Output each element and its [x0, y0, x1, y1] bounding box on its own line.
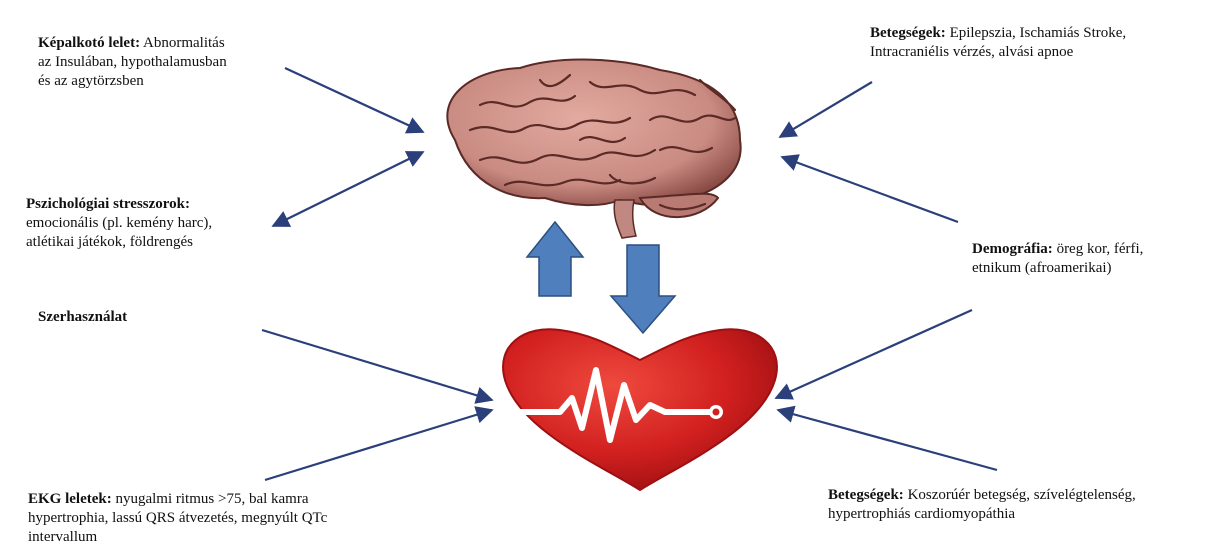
arrow-psych-brain — [273, 152, 423, 226]
arrow-demography-to-brain — [782, 157, 958, 222]
psych-stressors-label: Pszichológiai stresszorok: emocionális (… — [26, 195, 212, 252]
ecg-findings-title: EKG leletek: — [28, 491, 112, 507]
heart-ecg-icon — [503, 329, 777, 490]
demography-line1: öreg kor, férfi, — [1057, 241, 1144, 257]
brain-diseases-line2: Intracraniélis vérzés, alvási apnoe — [870, 44, 1073, 60]
demography-label: Demográfia: öreg kor, férfi, etnikum (af… — [972, 240, 1143, 278]
heart-diseases-label: Betegségek: Koszorúér betegség, szívelég… — [828, 486, 1136, 524]
arrow-ecg-to-heart — [265, 410, 492, 480]
down-block-arrow — [611, 245, 675, 333]
demography-title: Demográfia: — [972, 241, 1053, 257]
arrow-imaging-to-brain — [285, 68, 423, 132]
arrow-heart-diseases-to-heart — [778, 410, 997, 470]
ecg-findings-line3: intervallum — [28, 529, 97, 545]
psych-stressors-line2: atlétikai játékok, földrengés — [26, 234, 193, 250]
ecg-findings-line2: hypertrophia, lassú QRS átvezetés, megny… — [28, 510, 327, 526]
brain-diseases-label: Betegségek: Epilepszia, Ischamiás Stroke… — [870, 24, 1126, 62]
heart-diseases-title: Betegségek: — [828, 487, 904, 503]
ecg-findings-line1: nyugalmi ritmus >75, bal kamra — [115, 491, 308, 507]
ecg-findings-label: EKG leletek: nyugalmi ritmus >75, bal ka… — [28, 490, 327, 547]
arrow-demography-to-heart — [776, 310, 972, 398]
brain-diseases-title: Betegségek: — [870, 25, 946, 41]
up-block-arrow — [527, 222, 583, 296]
imaging-finding-line2: az Insulában, hypothalamusban — [38, 54, 227, 70]
arrow-brain-diseases-to-brain — [780, 82, 872, 137]
imaging-finding-line3: és az agytörzsben — [38, 73, 144, 89]
demography-line2: etnikum (afroamerikai) — [972, 260, 1112, 276]
heart-diseases-line1: Koszorúér betegség, szívelégtelenség, — [908, 487, 1136, 503]
brain-diseases-line1: Epilepszia, Ischamiás Stroke, — [950, 25, 1127, 41]
imaging-finding-line1: Abnormalitás — [143, 35, 225, 51]
substance-use-label: Szerhasználat — [38, 308, 127, 327]
arrow-substance-to-heart — [262, 330, 492, 400]
substance-use-title: Szerhasználat — [38, 309, 127, 325]
brain-icon — [447, 60, 740, 238]
psych-stressors-line1: emocionális (pl. kemény harc), — [26, 215, 212, 231]
psych-stressors-title: Pszichológiai stresszorok: — [26, 196, 190, 212]
imaging-finding-title: Képalkotó lelet: — [38, 35, 140, 51]
heart-diseases-line2: hypertrophiás cardiomyopáthia — [828, 506, 1015, 522]
imaging-finding-label: Képalkotó lelet: Abnormalitás az Insuláb… — [38, 34, 227, 91]
